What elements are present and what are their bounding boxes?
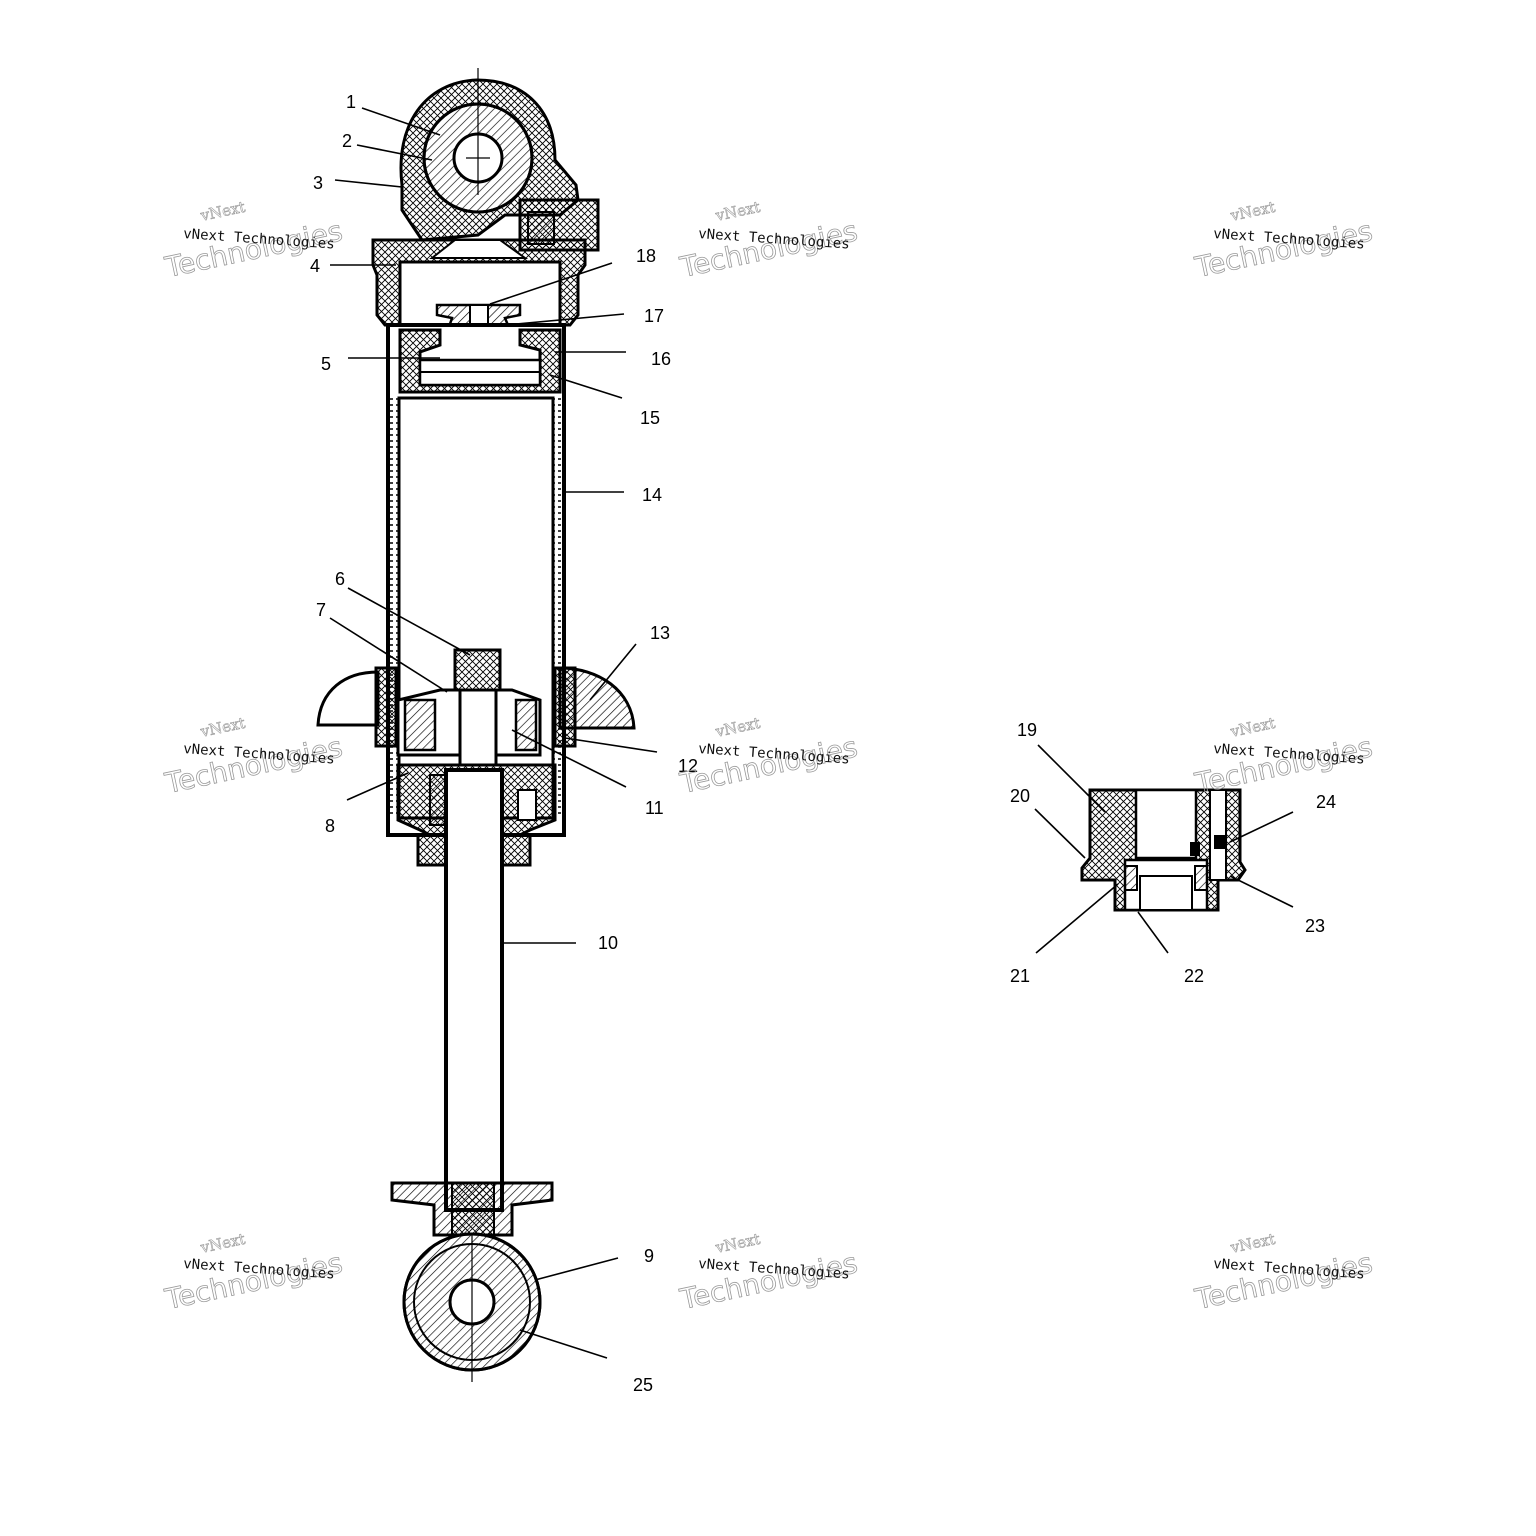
callout-16: 16 bbox=[651, 349, 671, 369]
callout-8: 8 bbox=[325, 816, 335, 836]
callout-1: 1 bbox=[346, 92, 356, 112]
callout-21: 21 bbox=[1010, 966, 1030, 986]
top-mount-eye bbox=[399, 68, 600, 252]
callout-24: 24 bbox=[1316, 792, 1336, 812]
svg-text:vNext: vNext bbox=[198, 714, 247, 741]
spring-seat bbox=[316, 666, 636, 748]
callout-5: 5 bbox=[321, 354, 331, 374]
piston-rod bbox=[444, 768, 504, 1212]
svg-text:vNext: vNext bbox=[198, 198, 247, 225]
svg-text:vNext: vNext bbox=[1228, 714, 1277, 741]
svg-text:vNext: vNext bbox=[713, 1230, 762, 1257]
callout-4: 4 bbox=[310, 256, 320, 276]
callout-7: 7 bbox=[316, 600, 326, 620]
callout-19: 19 bbox=[1017, 720, 1037, 740]
callout-13: 13 bbox=[650, 623, 670, 643]
callout-11: 11 bbox=[645, 798, 664, 818]
callout-2: 2 bbox=[342, 131, 352, 151]
callout-3: 3 bbox=[313, 173, 323, 193]
bottom-mount bbox=[390, 1181, 554, 1382]
piston-assembly bbox=[396, 648, 557, 837]
callout-10: 10 bbox=[598, 933, 618, 953]
svg-text:vNext: vNext bbox=[713, 714, 762, 741]
callout-20: 20 bbox=[1010, 786, 1030, 806]
leader-lines bbox=[329, 107, 1294, 1359]
svg-text:vNext: vNext bbox=[1228, 198, 1277, 225]
seal-head-detail bbox=[1080, 788, 1247, 912]
callout-22: 22 bbox=[1184, 966, 1204, 986]
reservoir-cap bbox=[371, 238, 587, 332]
callout-23: 23 bbox=[1305, 916, 1325, 936]
callout-17: 17 bbox=[644, 306, 664, 326]
callout-25: 25 bbox=[633, 1375, 653, 1395]
callout-14: 14 bbox=[642, 485, 662, 505]
callout-12: 12 bbox=[678, 756, 698, 776]
callout-labels: 1 2 3 4 5 6 7 8 9 10 11 12 13 14 15 16 1… bbox=[310, 92, 1336, 1395]
callout-15: 15 bbox=[640, 408, 660, 428]
callout-9: 9 bbox=[644, 1246, 654, 1266]
callout-18: 18 bbox=[636, 246, 656, 266]
svg-text:vNext: vNext bbox=[198, 1230, 247, 1257]
callout-6: 6 bbox=[335, 569, 345, 589]
svg-text:vNext: vNext bbox=[1228, 1230, 1277, 1257]
svg-text:vNext: vNext bbox=[713, 198, 762, 225]
